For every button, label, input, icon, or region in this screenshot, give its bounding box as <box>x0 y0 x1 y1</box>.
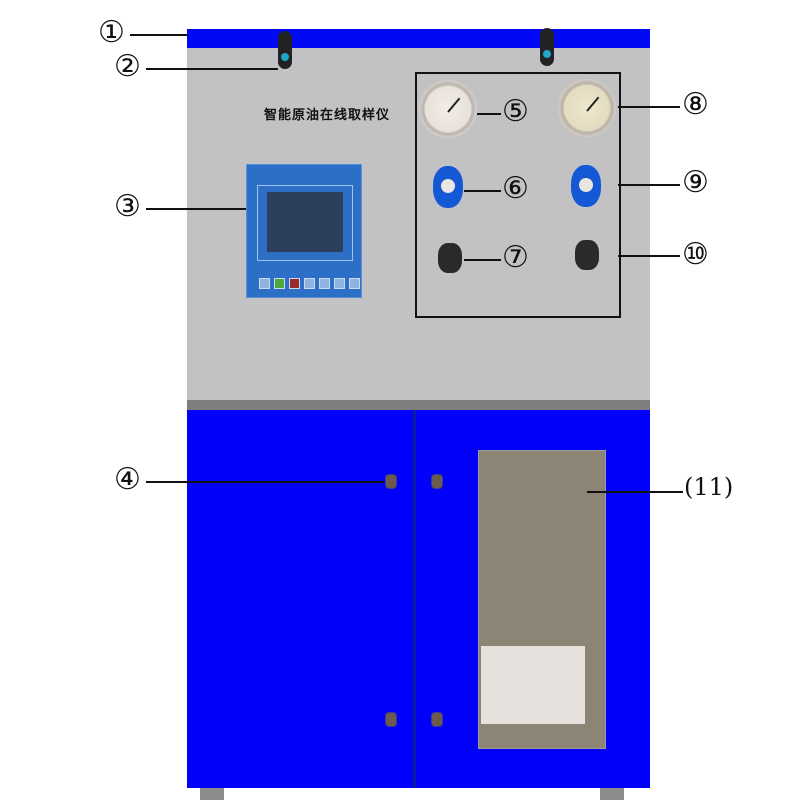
callout-10: ⑩ <box>682 237 709 272</box>
latch-button-icon <box>281 53 289 61</box>
valve-panel-frame <box>415 72 621 318</box>
leader-line-7 <box>464 259 501 261</box>
leader-line-8 <box>618 106 680 108</box>
callout-5: ⑤ <box>502 94 529 129</box>
top-strip <box>187 29 650 48</box>
hmi-keypad <box>259 278 360 289</box>
callout-4: ④ <box>114 462 141 497</box>
hmi-panel[interactable] <box>246 164 362 298</box>
hmi-key[interactable] <box>319 278 330 289</box>
door-lock-right-lower-icon[interactable] <box>431 712 443 727</box>
hmi-key[interactable] <box>304 278 315 289</box>
ball-valve-left-icon[interactable] <box>438 243 462 273</box>
top-latch-left[interactable] <box>278 31 292 69</box>
leader-line-6 <box>464 190 501 192</box>
door-seam <box>413 410 416 788</box>
hmi-key-green[interactable] <box>274 278 285 289</box>
callout-1: ① <box>98 15 125 50</box>
hmi-key[interactable] <box>334 278 345 289</box>
device-title: 智能原油在线取样仪 <box>264 108 391 123</box>
leader-line-4 <box>146 481 384 483</box>
pressure-gauge-left-icon <box>419 80 477 138</box>
leader-line-2 <box>146 68 278 70</box>
latch-button-icon <box>543 50 551 58</box>
leader-line-10 <box>618 255 680 257</box>
ball-valve-right-icon[interactable] <box>575 240 599 270</box>
cabinet-leg-right <box>600 788 624 800</box>
needle-valve-left-icon[interactable] <box>433 166 463 208</box>
needle-valve-right-icon[interactable] <box>571 165 601 207</box>
leader-line-11 <box>587 491 683 493</box>
leader-line-9 <box>618 184 680 186</box>
door-lock-left-upper-icon[interactable] <box>385 474 397 489</box>
sample-insert <box>481 646 585 724</box>
leader-line-3 <box>146 208 246 210</box>
hmi-screen[interactable] <box>267 192 343 252</box>
callout-9: ⑨ <box>682 165 709 200</box>
hmi-bezel <box>257 185 353 261</box>
cabinet-leg-left <box>200 788 224 800</box>
leader-line-5 <box>477 113 501 115</box>
leader-line-1 <box>130 34 188 36</box>
callout-8: ⑧ <box>682 87 709 122</box>
hmi-key-red[interactable] <box>289 278 300 289</box>
callout-6: ⑥ <box>502 171 529 206</box>
panel-divider <box>187 400 650 410</box>
door-lock-left-lower-icon[interactable] <box>385 712 397 727</box>
sample-window <box>478 450 606 749</box>
hmi-key[interactable] <box>349 278 360 289</box>
top-latch-right[interactable] <box>540 28 554 66</box>
hmi-key[interactable] <box>259 278 270 289</box>
pressure-gauge-right-icon <box>558 79 616 137</box>
callout-3: ③ <box>114 189 141 224</box>
callout-7: ⑦ <box>502 240 529 275</box>
door-lock-right-upper-icon[interactable] <box>431 474 443 489</box>
callout-11: (11) <box>684 473 734 501</box>
callout-2: ② <box>114 49 141 84</box>
